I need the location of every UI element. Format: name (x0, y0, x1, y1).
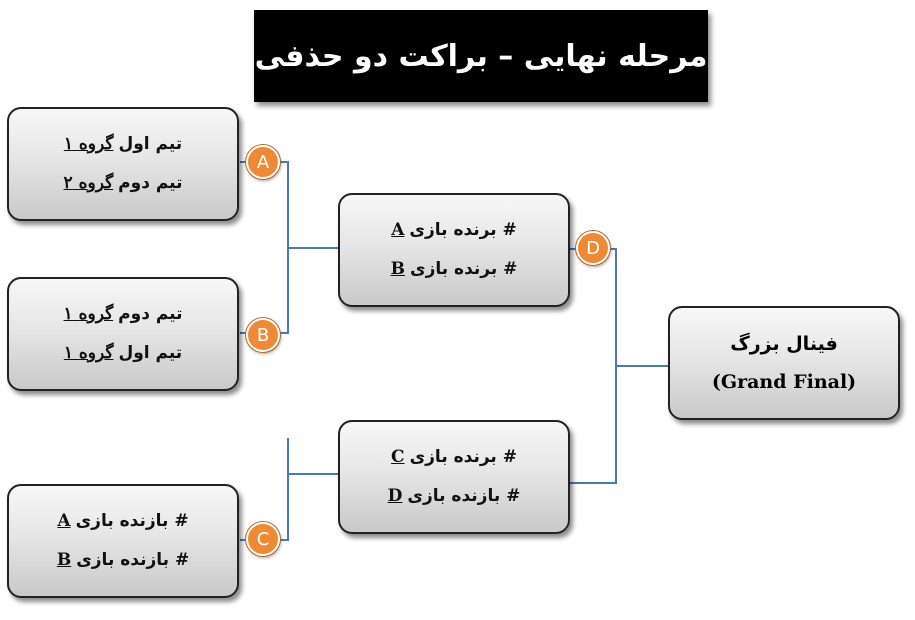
match-a-team1-label: تیم اول (118, 134, 183, 154)
match-d-team1: # برنده بازی A (391, 222, 517, 239)
match-e-team1: # برنده بازی C (391, 449, 517, 466)
match-b-team2: تیم اول گروه ۱ (64, 345, 182, 362)
match-a-team2: تیم دوم گروه ۲ (64, 175, 183, 192)
match-d-badge: D (576, 231, 610, 265)
match-e-team1-label: # برنده بازی (409, 447, 517, 467)
match-e-team2-ref: D (387, 486, 403, 506)
connector-d-e-to-final (569, 248, 668, 484)
match-e-team1-ref: C (391, 447, 405, 467)
grand-final-subtitle: (Grand Final) (711, 371, 857, 393)
match-b-team2-label: تیم اول (118, 343, 183, 363)
match-c-badge: C (246, 522, 280, 556)
match-a-team1-group: گروه ۱ (63, 134, 114, 154)
match-c-team2: # بازنده بازی B (57, 552, 189, 569)
match-d-team1-ref: A (391, 220, 405, 240)
match-a-box: تیم اول گروه ۱ تیم دوم گروه ۲ (7, 107, 239, 221)
grand-final-box: فینال بزرگ (Grand Final) (668, 306, 900, 420)
match-b-badge: B (246, 318, 280, 352)
match-d-team2-ref: B (390, 259, 405, 279)
grand-final-title: فینال بزرگ (730, 333, 838, 355)
match-d-team1-label: # برنده بازی (409, 220, 517, 240)
match-d-team2: # برنده بازی B (391, 261, 518, 278)
match-c-team2-ref: B (56, 550, 72, 570)
match-d-team2-label: # برنده بازی (409, 259, 518, 279)
match-c-team1: # بازنده بازی A (57, 513, 188, 530)
match-b-team2-group: گروه ۱ (63, 343, 114, 363)
match-b-team1-label: تیم دوم (118, 304, 183, 324)
match-c-team1-ref: A (57, 511, 71, 531)
page-title: مرحله نهایی – براکت دو حذفی (254, 10, 708, 102)
match-c-box: # بازنده بازی A # بازنده بازی B (7, 484, 239, 598)
match-e-team2: # بازنده بازی D (388, 488, 521, 505)
match-c-team2-label: # بازنده بازی (76, 550, 190, 570)
connector-a-b-to-d (240, 161, 338, 334)
match-e-box: # برنده بازی C # بازنده بازی D (338, 420, 570, 534)
match-a-team2-group: گروه ۲ (63, 173, 114, 193)
match-e-team2-label: # بازنده بازی (407, 486, 521, 506)
match-b-team1: تیم دوم گروه ۱ (64, 306, 183, 323)
match-a-team1: تیم اول گروه ۱ (64, 136, 182, 153)
match-b-team1-group: گروه ۱ (63, 304, 114, 324)
match-a-team2-label: تیم دوم (118, 173, 183, 193)
match-b-box: تیم دوم گروه ۱ تیم اول گروه ۱ (7, 277, 239, 391)
match-a-badge: A (246, 145, 280, 179)
match-c-team1-label: # بازنده بازی (75, 511, 189, 531)
match-d-box: # برنده بازی A # برنده بازی B (338, 193, 570, 307)
